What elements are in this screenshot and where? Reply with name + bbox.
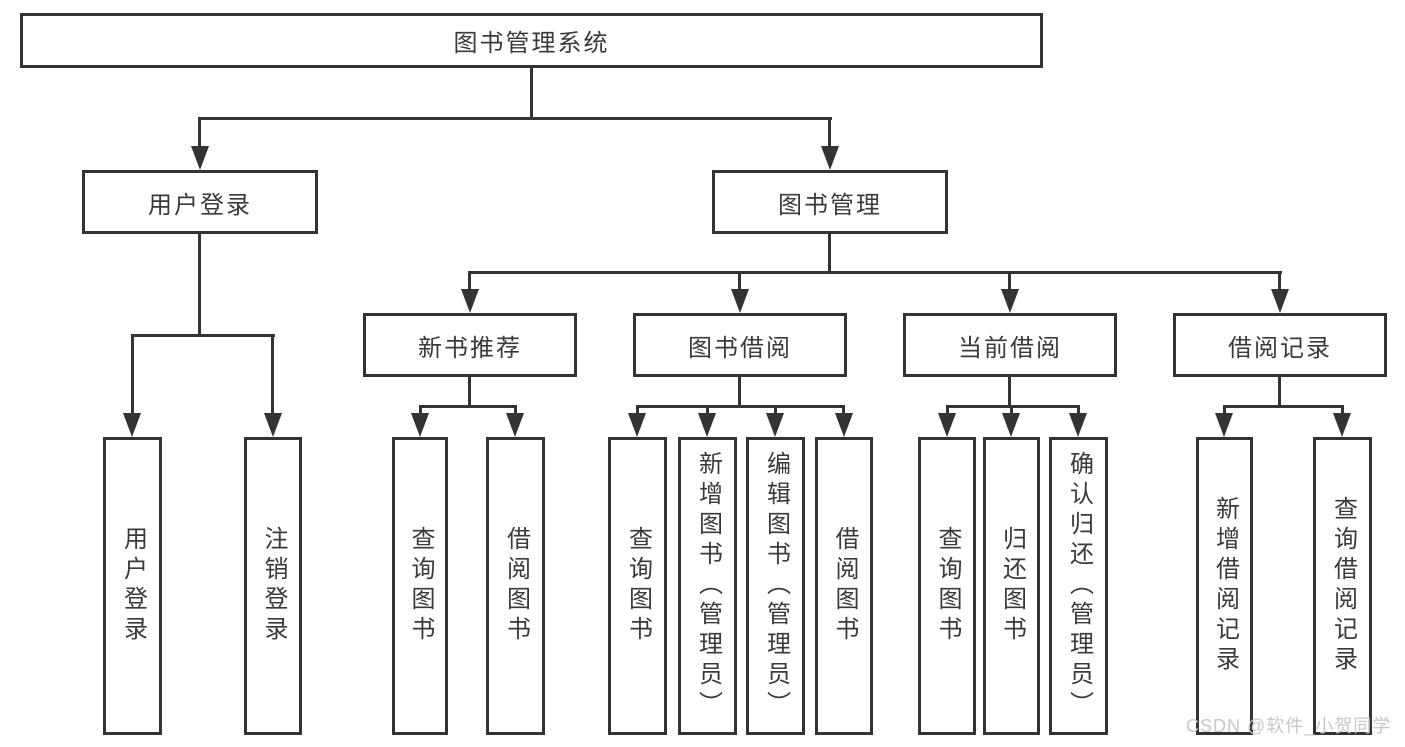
watermark: CSDN @软件_小贺同学	[1186, 716, 1392, 736]
arrow-down-icon	[264, 413, 282, 437]
connector-line	[1077, 405, 1080, 415]
arrow-down-icon	[123, 413, 141, 437]
arrow-down-icon	[938, 413, 956, 437]
leaf-records-add-borrow-record: 新增借阅记录	[1196, 437, 1253, 735]
leaf-current-query-books: 查询图书	[918, 437, 976, 735]
connector-line	[828, 233, 831, 274]
node-borrowing-records: 借阅记录	[1173, 313, 1387, 377]
connector-line	[468, 271, 1282, 274]
arrow-down-icon	[835, 413, 853, 437]
connector-line	[706, 405, 709, 415]
leaf-borrowing-borrow-books: 借阅图书	[815, 437, 873, 735]
arrow-down-icon	[1271, 289, 1289, 313]
connector-line	[828, 117, 831, 149]
connector-line	[198, 117, 832, 120]
leaf-records-query-borrow-record: 查询借阅记录	[1313, 437, 1372, 735]
leaf-borrowing-query-books: 查询图书	[608, 437, 667, 735]
connector-line	[468, 377, 471, 408]
node-user-login: 用户登录	[82, 170, 318, 234]
connector-line	[419, 405, 422, 415]
arrow-down-icon	[766, 413, 784, 437]
connector-line	[636, 405, 845, 408]
arrow-down-icon	[821, 146, 839, 170]
connector-line	[1223, 405, 1343, 408]
arrow-down-icon	[1002, 413, 1020, 437]
node-library-system: 图书管理系统	[20, 13, 1043, 68]
connector-line	[1223, 405, 1226, 415]
connector-line	[468, 271, 471, 291]
connector-line	[842, 405, 845, 415]
arrow-down-icon	[506, 413, 524, 437]
node-new-book-recommendation: 新书推荐	[363, 313, 577, 377]
connector-line	[738, 377, 741, 408]
arrow-down-icon	[628, 413, 646, 437]
arrow-down-icon	[1215, 413, 1233, 437]
leaf-current-confirm-return-admin: 确认归还（管理员）	[1049, 437, 1108, 735]
connector-line	[1278, 377, 1281, 408]
connector-line	[1008, 377, 1011, 408]
connector-line	[271, 334, 274, 415]
connector-line	[1278, 271, 1281, 291]
node-current-borrowing: 当前借阅	[903, 313, 1117, 377]
leaf-recommend-borrow-books: 借阅图书	[486, 437, 545, 735]
arrow-down-icon	[191, 146, 209, 170]
leaf-recommend-query-books: 查询图书	[392, 437, 448, 735]
connector-line	[530, 68, 533, 119]
node-book-management: 图书管理	[712, 170, 948, 234]
connector-line	[1008, 271, 1011, 291]
leaf-user-login: 用户登录	[103, 437, 162, 735]
connector-line	[419, 405, 517, 408]
arrow-down-icon	[1001, 289, 1019, 313]
connector-line	[1341, 405, 1344, 415]
connector-line	[636, 405, 639, 415]
connector-line	[131, 334, 134, 415]
arrow-down-icon	[731, 289, 749, 313]
leaf-current-return-books: 归还图书	[983, 437, 1040, 735]
leaf-borrowing-edit-books-admin: 编辑图书（管理员）	[746, 437, 805, 735]
connector-line	[514, 405, 517, 415]
connector-line	[131, 334, 275, 337]
leaf-borrowing-add-books-admin: 新增图书（管理员）	[678, 437, 737, 735]
connector-line	[198, 233, 201, 337]
connector-line	[198, 117, 201, 149]
connector-line	[774, 405, 777, 415]
arrow-down-icon	[1333, 413, 1351, 437]
arrow-down-icon	[411, 413, 429, 437]
connector-line	[738, 271, 741, 291]
leaf-logout-login: 注销登录	[244, 437, 302, 735]
arrow-down-icon	[698, 413, 716, 437]
connector-line	[1010, 405, 1013, 415]
node-book-borrowing: 图书借阅	[633, 313, 847, 377]
arrow-down-icon	[1069, 413, 1087, 437]
connector-line	[946, 405, 949, 415]
arrow-down-icon	[461, 289, 479, 313]
